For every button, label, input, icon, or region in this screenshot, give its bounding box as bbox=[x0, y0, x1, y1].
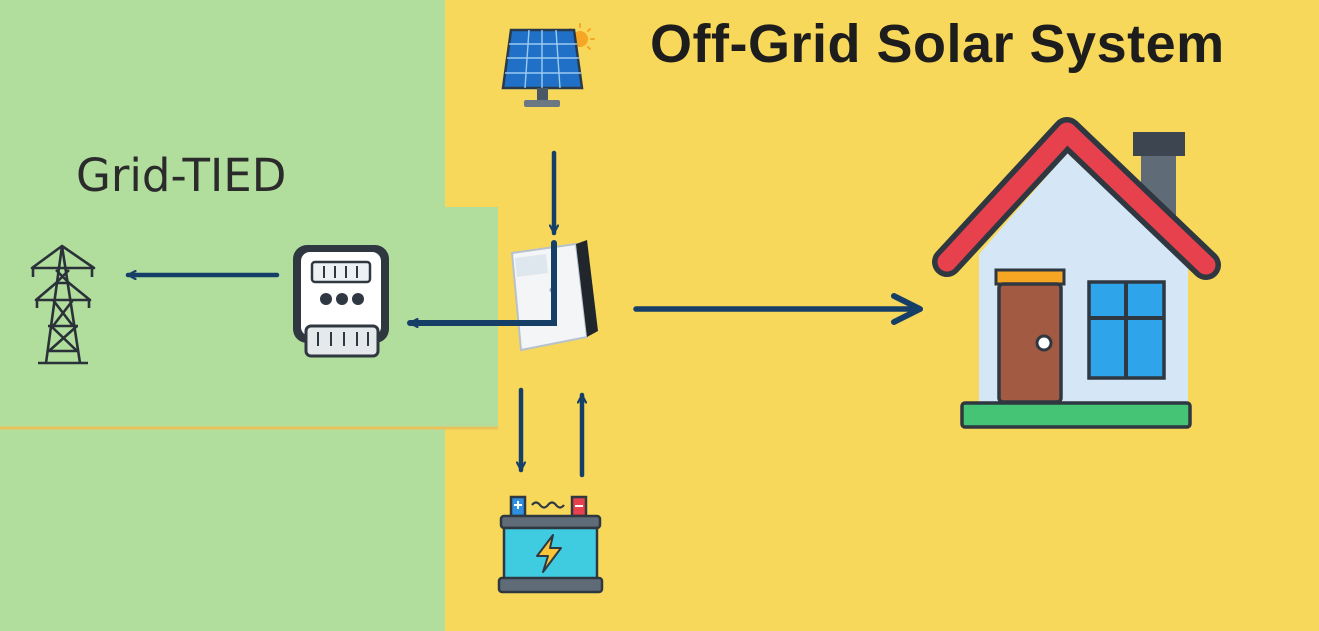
off-grid-title: Off-Grid Solar System bbox=[650, 14, 1225, 74]
transmission-tower-icon bbox=[30, 244, 96, 365]
arrow-inverter-to-meter bbox=[407, 240, 557, 323]
grid-tied-zone bbox=[0, 0, 498, 631]
solar-panel-icon bbox=[501, 23, 595, 107]
battery-icon bbox=[497, 495, 604, 594]
electric-meter-icon bbox=[293, 245, 389, 358]
house-icon bbox=[932, 117, 1221, 429]
grid-tied-label: Grid-TIED bbox=[76, 149, 287, 202]
flow-arrows bbox=[125, 150, 923, 478]
